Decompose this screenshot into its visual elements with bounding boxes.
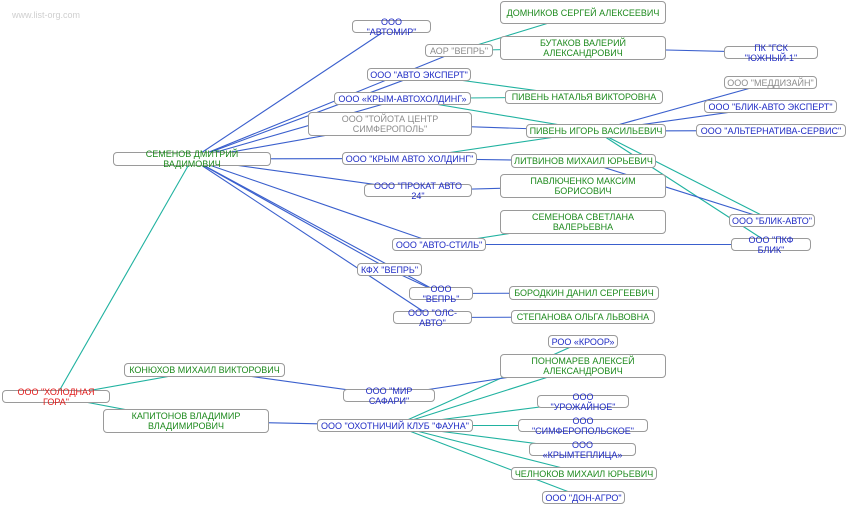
node-alternativa-servis[interactable]: ООО "АЛЬТЕРНАТИВА-СЕРВИС" bbox=[696, 124, 846, 137]
node-litvinov-mikhail[interactable]: ЛИТВИНОВ МИХАИЛ ЮРЬЕВИЧ bbox=[511, 154, 656, 168]
node-piven-natalya[interactable]: ПИВЕНЬ НАТАЛЬЯ ВИКТОРОВНА bbox=[505, 90, 663, 104]
node-ponomarev-aleksey[interactable]: ПОНОМАРЕВ АЛЕКСЕЙ АЛЕКСАНДРОВИЧ bbox=[500, 354, 666, 378]
node-semenova-svetlana[interactable]: СЕМЕНОВА СВЕТЛАНА ВАЛЕРЬЕВНА bbox=[500, 210, 666, 234]
node-semenov-dmitriy[interactable]: СЕМЕНОВ ДМИТРИЙ ВАДИМОВИЧ bbox=[113, 149, 271, 169]
node-aor-vepr[interactable]: АОР "ВЕПРЬ" bbox=[425, 44, 493, 57]
node-ooo-vepr[interactable]: ООО "ВЕПРЬ" bbox=[409, 284, 473, 304]
edge-n34-n38 bbox=[394, 424, 584, 499]
edge-n1-n28 bbox=[191, 158, 433, 318]
node-kapitonov-vladimir[interactable]: КАПИТОНОВ ВЛАДИМИР ВЛАДИМИРОВИЧ bbox=[103, 409, 269, 433]
node-krym-avto-kholding[interactable]: ООО "КРЫМ АВТО ХОЛДИНГ" bbox=[342, 152, 477, 165]
node-roo-kroor[interactable]: РОО «КРООР» bbox=[548, 335, 618, 348]
node-blik-avto-ekspert[interactable]: ООО "БЛИК-АВТО ЭКСПЕРТ" bbox=[704, 100, 837, 113]
edge-n1-n10 bbox=[191, 97, 403, 160]
node-krymteplitsa[interactable]: ООО «КРЫМТЕПЛИЦА» bbox=[529, 440, 636, 460]
node-ols-avto[interactable]: ООО "ОЛС-АВТО" bbox=[393, 308, 472, 328]
node-kfkh-vepr[interactable]: КФХ "ВЕПРЬ" bbox=[357, 263, 422, 276]
node-domnikov-sergey[interactable]: ДОМНИКОВ СЕРГЕЙ АЛЕКСЕЕВИЧ bbox=[500, 1, 666, 24]
node-mir-safari[interactable]: ООО "МИР САФАРИ" bbox=[343, 386, 435, 406]
edge-n1-n25 bbox=[191, 158, 390, 270]
node-toyota-centr[interactable]: ООО "ТОЙОТА ЦЕНТР СИМФЕРОПОЛЬ" bbox=[308, 112, 472, 136]
edge-n1-n4 bbox=[191, 26, 392, 160]
node-borodkin-danil[interactable]: БОРОДКИН ДАНИЛ СЕРГЕЕВИЧ bbox=[509, 286, 659, 300]
node-butakov-valeriy[interactable]: БУТАКОВ ВАЛЕРИЙ АЛЕКСАНДРОВИЧ bbox=[500, 36, 666, 60]
node-chelnokov-mikhail[interactable]: ЧЕЛНОКОВ МИХАИЛ ЮРЬЕВИЧ bbox=[511, 467, 657, 480]
node-blik-avto[interactable]: ООО "БЛИК-АВТО" bbox=[729, 214, 815, 227]
node-avtomir[interactable]: ООО "АВТОМИР" bbox=[352, 17, 431, 37]
node-don-agro[interactable]: ООО "ДОН-АГРО" bbox=[542, 491, 625, 504]
node-pk-gsk-yuzhny[interactable]: ПК "ГСК "ЮЖНЫЙ-1" bbox=[724, 43, 818, 63]
node-okhotnichiy-klub-fauna[interactable]: ООО "ОХОТНИЧИЙ КЛУБ "ФАУНА" bbox=[317, 419, 473, 432]
node-avto-ekspert[interactable]: ООО "АВТО ЭКСПЕРТ" bbox=[367, 68, 471, 81]
node-urozhaynoe[interactable]: ООО "УРОЖАЙНОЕ" bbox=[537, 392, 629, 412]
node-avto-stil[interactable]: ООО "АВТО-СТИЛЬ" bbox=[392, 238, 486, 251]
node-piven-igor[interactable]: ПИВЕНЬ ИГОРЬ ВАСИЛЬЕВИЧ bbox=[526, 124, 666, 138]
edge-n34-n37 bbox=[394, 424, 585, 475]
node-krym-avtokholding[interactable]: ООО «КРЫМ-АВТОХОЛДИНГ» bbox=[334, 92, 471, 105]
edge-n15-n12 bbox=[595, 81, 771, 132]
node-stepanova-olga[interactable]: СТЕПАНОВА ОЛЬГА ЛЬВОВНА bbox=[511, 310, 655, 324]
edge-n15-n22 bbox=[595, 130, 773, 221]
watermark: www.list-org.com bbox=[12, 10, 81, 20]
node-pkf-blik[interactable]: ООО "ПКФ БЛИК" bbox=[731, 235, 811, 255]
node-meddizayn[interactable]: ООО "МЕДДИЗАЙН" bbox=[724, 76, 817, 89]
node-simferopolskoe[interactable]: ООО "СИМФЕРОПОЛЬСКОЕ" bbox=[518, 416, 648, 436]
node-kholodnaya-gora[interactable]: ООО "ХОЛОДНАЯ ГОРА" bbox=[2, 387, 110, 407]
node-prokat-avto-24[interactable]: ООО "ПРОКАТ АВТО 24" bbox=[364, 181, 472, 201]
edge-n0-n1 bbox=[55, 158, 193, 397]
node-konyukhov-mikhail[interactable]: КОНЮХОВ МИХАИЛ ВИКТОРОВИЧ bbox=[124, 363, 285, 377]
node-pavlyuchenko-maksim[interactable]: ПАВЛЮЧЕНКО МАКСИМ БОРИСОВИЧ bbox=[500, 174, 666, 198]
edge-n18-n22 bbox=[583, 160, 773, 222]
edge-n1-n9 bbox=[191, 73, 420, 160]
edge-n1-n23 bbox=[191, 158, 440, 246]
